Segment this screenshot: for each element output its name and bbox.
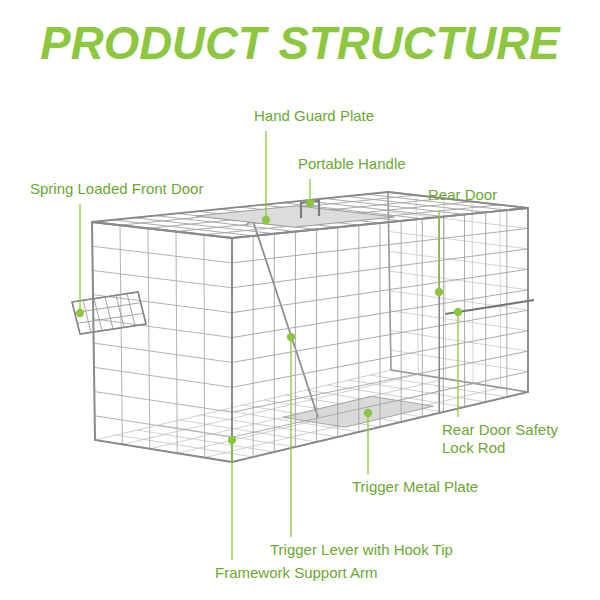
- mesh-wire: [75, 303, 141, 313]
- mesh-wire: [232, 290, 528, 338]
- mesh-wire: [316, 229, 317, 442]
- leader-dot: [263, 217, 270, 224]
- mesh-wire: [253, 236, 254, 457]
- leader-dot: [365, 410, 372, 417]
- mesh-wire: [232, 249, 528, 288]
- mesh-wire: [204, 235, 206, 458]
- mesh-wire: [337, 227, 338, 437]
- front-door-flap-mesh: [72, 292, 146, 334]
- front-door-flap: [72, 292, 146, 334]
- part-label: Hand Guard Plate: [254, 107, 374, 125]
- trigger-plate: [283, 396, 433, 427]
- mesh-wire: [77, 313, 143, 323]
- mesh-wire: [94, 392, 232, 413]
- leader-dot: [77, 310, 84, 317]
- mesh-wire: [83, 300, 91, 332]
- leader-line: [79, 204, 80, 310]
- mesh-wire: [232, 269, 528, 312]
- mesh-wire: [93, 270, 232, 287]
- part-label: Trigger Lever with Hook Tip: [270, 541, 453, 559]
- mesh-wire: [295, 232, 296, 447]
- mesh-wire: [401, 221, 402, 422]
- mesh-wire: [94, 299, 102, 331]
- mesh-wire: [232, 331, 528, 388]
- part-label: Portable Handle: [298, 155, 406, 173]
- diagram-title: PRODUCT STRUCTURE: [0, 16, 600, 72]
- part-label: Framework Support Arm: [215, 564, 378, 582]
- mesh-wire: [500, 205, 502, 388]
- leader-line: [367, 416, 368, 474]
- part-label: Rear Door Safety Lock Rod: [442, 421, 577, 457]
- mesh-wire: [416, 195, 418, 374]
- mesh-wire: [443, 217, 444, 412]
- leader-line: [438, 210, 439, 289]
- leader-dot: [455, 309, 462, 316]
- mesh-wire: [93, 295, 232, 313]
- mesh-wire: [176, 232, 177, 454]
- leader-line: [309, 179, 310, 200]
- mesh-wire: [358, 225, 359, 432]
- mesh-wire: [94, 343, 232, 362]
- mesh-wire: [472, 202, 473, 384]
- front-door-frame: [92, 222, 232, 462]
- mesh-wire: [116, 295, 124, 327]
- leader-dot: [307, 200, 314, 207]
- mesh-wire: [148, 198, 444, 228]
- leader-line: [457, 315, 458, 417]
- mesh-wire: [94, 367, 232, 387]
- mesh-wire: [113, 220, 253, 236]
- mesh-wire: [444, 198, 446, 378]
- mesh-wire: [95, 416, 232, 437]
- mesh-wire: [422, 219, 423, 417]
- leader-dot: [436, 289, 443, 296]
- mesh-wire: [127, 294, 135, 326]
- mesh-wire: [380, 223, 381, 427]
- leader-line: [231, 443, 232, 560]
- mesh-wire: [232, 310, 528, 362]
- trigger-lever: [246, 218, 318, 417]
- mesh-wire: [105, 297, 113, 329]
- leader-line: [265, 131, 266, 217]
- leader-dot: [288, 334, 295, 341]
- mesh-wire: [120, 225, 122, 444]
- part-label: Rear Door: [428, 186, 497, 204]
- mesh-wire: [274, 234, 275, 452]
- part-label: Spring Loaded Front Door: [30, 180, 203, 198]
- mesh-wire: [92, 246, 232, 263]
- mesh-wire: [176, 202, 472, 232]
- front-end-mesh: [92, 222, 232, 462]
- leader-line: [290, 340, 291, 537]
- part-label: Trigger Metal Plate: [352, 478, 478, 496]
- hand-guard-plate: [196, 206, 395, 227]
- mesh-wire: [390, 330, 528, 351]
- leader-dot: [229, 437, 236, 444]
- mesh-wire: [148, 228, 150, 448]
